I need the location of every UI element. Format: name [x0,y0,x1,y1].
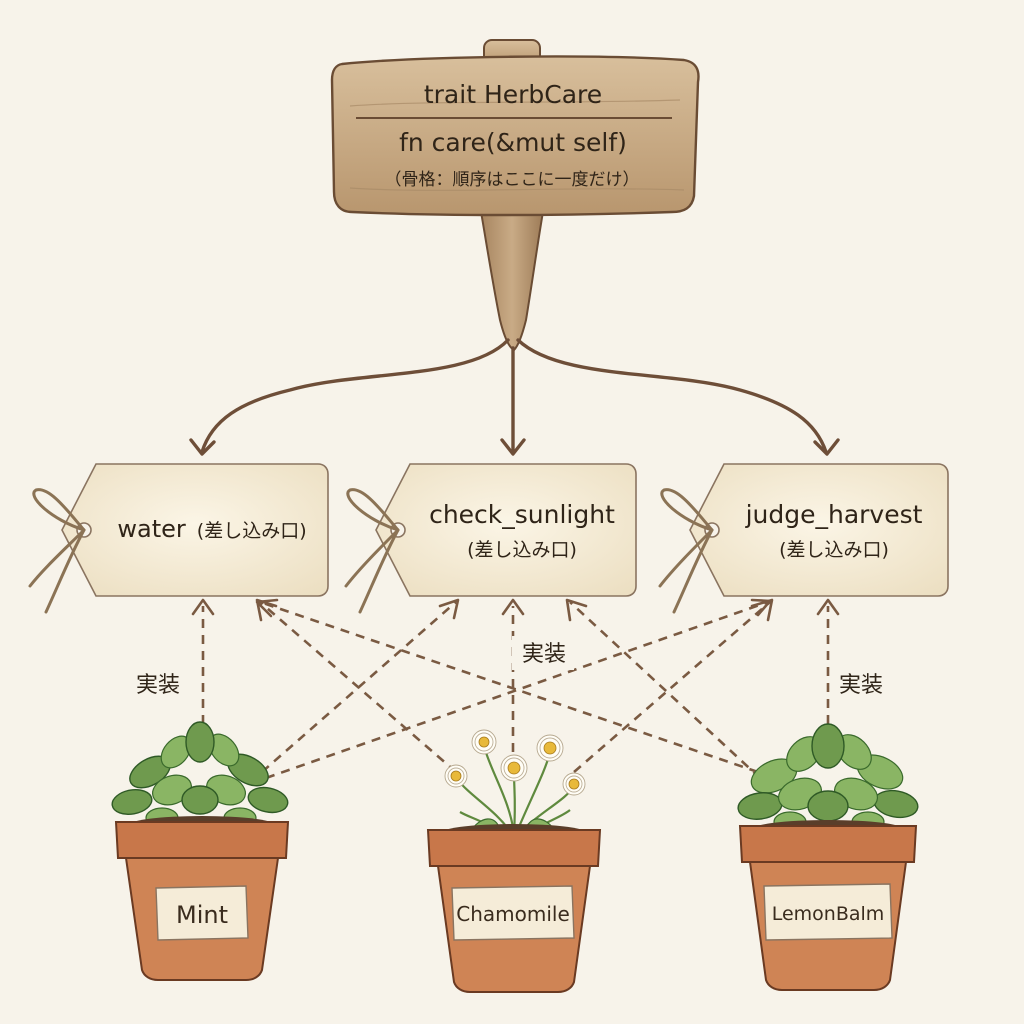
signpost: trait HerbCare fn care(&mut self) （骨格：順序… [330,39,700,352]
signpost-title: trait HerbCare [424,80,602,109]
tag-shape [689,463,949,597]
mint-leaves-icon [111,721,289,829]
pot-rim [738,825,918,863]
arrowhead [438,598,460,620]
plant-pot-chamomile: Chamomile [426,729,602,993]
lemon-balm-leaves-icon [737,723,919,833]
connector [259,600,759,774]
signpost-arrows [189,338,840,456]
connector [265,600,769,780]
flower [536,734,564,762]
hook-tag-water: water (差し込み口) [28,463,329,614]
label-backdrop [128,666,188,702]
hook-name: water [117,515,186,543]
implements-label: 実装 [136,673,180,698]
pot-card [155,885,249,941]
arrowhead [565,598,588,622]
chamomile-flowers-icon [444,729,586,835]
arrowhead [750,598,774,622]
pot-label: Chamomile [456,902,570,926]
arrowhead [813,438,840,456]
flower [444,764,468,788]
hook-suffix: (差し込み口) [779,539,889,561]
hook-tag-check-sunlight: check_sunlight (差し込み口) [344,463,637,614]
wood-grain [349,187,685,191]
hook-name: judge_harvest [745,500,923,529]
arrow-to-judge-harvest [516,338,828,454]
implements-label: 実装 [522,642,566,667]
signpost-method: fn care(&mut self) [399,128,627,157]
tag-shape [375,463,637,597]
pot-rim [114,821,290,859]
plant-pot-mint: Mint [111,721,290,981]
wood-grain [349,99,681,107]
plant-pot-lemon-balm: LemonBalm [737,723,919,991]
signpost-board [330,55,700,217]
label-backdrop [830,666,892,702]
arrowhead [255,598,279,618]
twine [660,488,714,532]
twine [344,528,400,614]
implementation-connectors [191,598,840,780]
pot-label: Mint [176,901,228,929]
hook-label: water (差し込み口) [117,515,306,543]
arrowhead [189,438,216,456]
twine [28,528,86,614]
arrow-to-water [200,338,510,454]
label-backdrop [512,636,574,670]
pot-label: LemonBalm [772,903,885,925]
signpost-note: （骨格：順序はここに一度だけ） [385,170,640,190]
connector [569,601,761,779]
arrowhead [816,598,840,616]
signpost-stake [478,205,546,352]
hook-tag-judge-harvest: judge_harvest (差し込み口) [658,463,949,614]
connector [573,601,771,773]
twine [32,488,86,532]
arrowhead [191,598,215,616]
pot-card [451,885,575,941]
pot-rim [426,829,602,867]
hook-name: check_sunlight [429,500,615,529]
pot-card [763,883,893,941]
arrowhead [501,598,525,616]
flower [471,729,497,755]
twine [346,488,400,532]
hook-suffix: (差し込み口) [197,520,307,542]
implements-label: 実装 [839,673,883,698]
flower [500,754,528,782]
arrowhead [500,438,526,456]
flower [562,772,586,796]
twine [658,528,714,614]
connector [259,601,457,773]
hook-suffix: (差し込み口) [467,539,577,561]
tag-shape [61,463,329,597]
